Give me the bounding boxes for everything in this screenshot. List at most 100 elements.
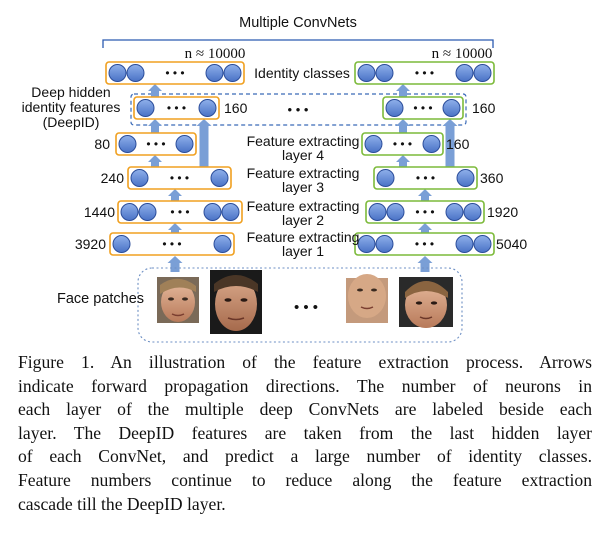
- right-identity-layer: • • •: [354, 61, 495, 85]
- deepid-label-line3: (DeepID): [43, 114, 100, 130]
- neuron: [112, 235, 131, 253]
- n-label-right: n ≈ 10000: [432, 46, 493, 62]
- face-patch-4: [399, 277, 453, 328]
- left-deepid-layer: • • •: [133, 96, 220, 120]
- right-layer2: • • •: [365, 200, 485, 224]
- right-layer4: • • •: [361, 132, 444, 156]
- right-arrow-l3-to-deepid: [442, 119, 458, 168]
- neuron-ellipsis: • • •: [170, 205, 189, 219]
- left-layer2: • • •: [117, 200, 243, 224]
- neuron-ellipsis: • • •: [416, 171, 435, 185]
- neuron-ellipsis: • • •: [415, 237, 434, 251]
- caption-line: indicate forward propagation directions.…: [18, 375, 592, 396]
- neuron-ellipsis: • • •: [393, 137, 412, 151]
- neuron: [375, 64, 394, 82]
- neuron: [213, 235, 232, 253]
- layer1-label-line1: Feature extracting: [247, 229, 360, 245]
- right-layer1: • • •: [354, 232, 495, 256]
- left-arrow-l4-to-deepid: [148, 119, 162, 134]
- deepid-dashed-box: [130, 93, 467, 126]
- neuron: [455, 64, 474, 82]
- neuron: [118, 135, 137, 153]
- caption-line: Figure 1. An illustration of the feature…: [18, 352, 592, 372]
- right-arrow-l1-to-l2: [418, 223, 432, 234]
- left-count-layer3: 240: [101, 170, 125, 186]
- left-arrow-patch-to-l1: [167, 256, 183, 272]
- propagation-arrows: [148, 84, 458, 272]
- right-count-deepid: 160: [472, 100, 496, 116]
- right-deepid-layer: • • •: [382, 96, 464, 120]
- caption-line: of each ConvNet, and predict a large num…: [18, 446, 592, 467]
- neuron: [357, 64, 376, 82]
- neuron: [455, 235, 474, 253]
- neuron: [205, 64, 224, 82]
- right-count-layer4: 160: [446, 136, 470, 152]
- layer4-label-line2: layer 4: [282, 147, 324, 163]
- neuron: [130, 169, 149, 187]
- left-layer4: • • •: [115, 132, 197, 156]
- right-count-layer3: 360: [480, 170, 504, 186]
- layer2-label-line2: layer 2: [282, 212, 324, 228]
- neuron: [357, 235, 376, 253]
- neuron-ellipsis: • • •: [415, 66, 434, 80]
- face-patch-1: [157, 277, 199, 323]
- left-layer1: • • •: [109, 232, 235, 256]
- neuron: [473, 235, 492, 253]
- neuron: [221, 203, 240, 221]
- deepid-middle-dots: • • •: [288, 102, 309, 117]
- neuron: [445, 203, 464, 221]
- deepid-label-line1: Deep hidden: [31, 84, 110, 100]
- neuron: [376, 169, 395, 187]
- figure-caption: Figure 1. An illustration of the feature…: [18, 351, 592, 516]
- left-arrow-l3-to-l4: [148, 155, 162, 168]
- neuron: [386, 203, 405, 221]
- neuron: [385, 99, 404, 117]
- deepid-label-line2: identity features: [22, 99, 121, 115]
- neuron: [175, 135, 194, 153]
- convnets-bracket: [102, 39, 494, 48]
- neuron-ellipsis: • • •: [146, 137, 165, 151]
- right-layer3: • • •: [373, 166, 478, 190]
- neuron: [422, 135, 441, 153]
- layer1-label-line2: layer 1: [282, 243, 324, 259]
- layer3-label-line1: Feature extracting: [247, 165, 360, 181]
- right-count-layer2: 1920: [487, 204, 518, 220]
- left-arrow-l3-to-deepid: [196, 119, 212, 168]
- left-identity-layer: • • •: [105, 61, 245, 85]
- caption-line: each layer of the multiple deep ConvNets…: [18, 399, 592, 420]
- diagram-title: Multiple ConvNets: [239, 15, 357, 31]
- left-count-layer1: 3920: [75, 236, 106, 252]
- left-layer3: • • •: [127, 166, 232, 190]
- neuron: [198, 99, 217, 117]
- caption-line: cascade till the DeepID layer.: [18, 493, 226, 514]
- face-patch-3: [346, 274, 388, 323]
- neuron-ellipsis: • • •: [167, 101, 186, 115]
- face-patches-label: Face patches: [57, 291, 144, 307]
- left-count-deepid: 160: [224, 100, 248, 116]
- neuron: [120, 203, 139, 221]
- left-count-layer4: 80: [94, 136, 110, 152]
- neuron-ellipsis: • • •: [170, 171, 189, 185]
- layer4-label-line1: Feature extracting: [247, 133, 360, 149]
- caption-line: Feature numbers continue to reduce along…: [18, 469, 592, 490]
- face-patch-2: [210, 270, 262, 334]
- neuron: [456, 169, 475, 187]
- layer2-label-line1: Feature extracting: [247, 198, 360, 214]
- caption-line: layer. The DeepID features are taken fro…: [18, 422, 592, 443]
- neuron: [203, 203, 222, 221]
- neuron: [463, 203, 482, 221]
- neuron: [108, 64, 127, 82]
- right-arrow-l3-to-l4: [396, 155, 410, 168]
- feature-extraction-diagram: Multiple ConvNets n ≈ 10000 n ≈ 10000 • …: [22, 15, 527, 343]
- neuron-ellipsis: • • •: [415, 205, 434, 219]
- face-patches-dots: • • •: [294, 299, 318, 316]
- left-arrow-l1-to-l2: [168, 223, 182, 234]
- neuron: [375, 235, 394, 253]
- right-arrow-deepid-to-id: [396, 84, 410, 98]
- neuron-ellipsis: • • •: [162, 237, 181, 251]
- n-label-left: n ≈ 10000: [185, 46, 246, 62]
- neuron: [210, 169, 229, 187]
- left-arrow-deepid-to-id: [148, 84, 162, 98]
- right-arrow-patch-to-l1: [417, 256, 433, 272]
- neuron: [473, 64, 492, 82]
